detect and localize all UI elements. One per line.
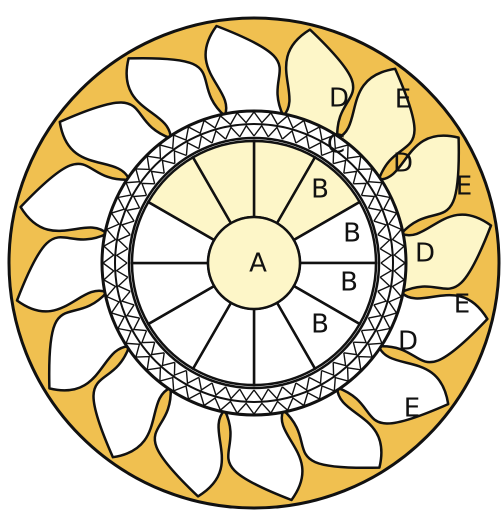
label-d-4: D: [398, 327, 418, 357]
label-b-4: B: [311, 310, 329, 340]
label-c: C: [327, 130, 345, 160]
label-d-2: D: [393, 149, 413, 179]
label-b-1: B: [311, 175, 329, 205]
label-e-1: E: [395, 85, 411, 115]
label-b-2: B: [343, 219, 361, 249]
label-e-2: E: [456, 172, 472, 202]
label-e-3: E: [454, 290, 470, 320]
label-a: A: [249, 249, 267, 279]
label-d-1: D: [329, 84, 349, 114]
label-b-3: B: [340, 268, 358, 298]
label-d-3: D: [415, 239, 435, 269]
label-e-4: E: [404, 394, 420, 424]
